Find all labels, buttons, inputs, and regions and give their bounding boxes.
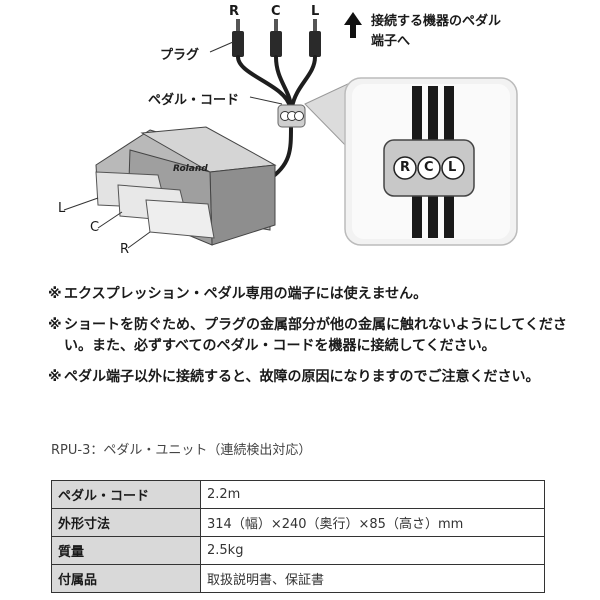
arrow-label-line2: 端子へ [371,34,411,49]
plug-label-l: L [311,4,320,19]
spec-key: 質量 [51,536,201,565]
table-row: 外形寸法 314（幅）×240（奥行）×85（高さ）mm [51,508,545,537]
pedal-unit [63,126,277,249]
plug-label-c: C [271,4,281,19]
note-mark: ※ [48,317,62,333]
plug-c-icon [270,19,282,57]
table-row: ペダル・コード 2.2m [51,480,545,509]
note-mark: ※ [48,286,62,302]
note-text: ペダル端子以外に接続すると、故障の原因になりますのでご注意ください。 [64,369,540,385]
note-item: ※ ショートを防ぐため、プラグの金属部分が他の金属に触れないようにしてください。… [48,315,568,357]
arrow-up-icon [344,12,362,38]
table-row: 質量 2.5kg [51,536,545,565]
pedal-label-c: C [90,220,100,235]
plug-r-icon [232,19,244,57]
brand-logo: Roland [173,164,208,174]
note-item: ※ ペダル端子以外に接続すると、故障の原因になりますのでご注意ください。 [48,367,568,388]
spec-caption: RPU-3：ペダル・ユニット（連続検出対応） [51,443,312,458]
clip-letter-c: C [424,160,434,175]
pedal-label-l: L [58,201,66,216]
spec-value: 2.2m [200,480,545,509]
spec-table: ペダル・コード 2.2m 外形寸法 314（幅）×240（奥行）×85（高さ）m… [51,480,545,593]
note-text: ショートを防ぐため、プラグの金属部分が他の金属に触れないようにしてください。また… [64,317,567,354]
plug-callout: プラグ [160,48,200,63]
spec-value: 2.5kg [200,536,545,565]
spec-value: 取扱説明書、保証書 [200,564,545,593]
plug-label-r: R [229,4,240,19]
spec-key: 付属品 [51,564,201,593]
pedal-label-r: R [120,242,130,257]
plug-l-icon [309,19,321,57]
caution-notes: ※ エクスプレッション・ペダル専用の端子には使えません。 ※ ショートを防ぐため… [48,284,568,398]
note-text: エクスプレッション・ペダル専用の端子には使えません。 [64,286,428,302]
zoom-inset [304,77,518,246]
cord-clip-icon [277,104,306,128]
table-row: 付属品 取扱説明書、保証書 [51,564,545,593]
spec-key: 外形寸法 [51,508,201,537]
arrow-label-line1: 接続する機器のペダル [371,14,502,29]
pedal-r-icon [145,199,215,239]
spec-value: 314（幅）×240（奥行）×85（高さ）mm [200,508,545,537]
note-item: ※ エクスプレッション・ペダル専用の端子には使えません。 [48,284,568,305]
clip-letter-l: L [448,160,457,175]
product-illustration: R C L 接続する機器のペダル 端子へ プラグ ペダル・コード Roland … [0,0,600,270]
cord-callout: ペダル・コード [148,93,240,108]
note-mark: ※ [48,369,62,385]
clip-letter-r: R [400,160,411,175]
pedal-unit-drawing [63,12,518,249]
spec-key: ペダル・コード [51,480,201,509]
